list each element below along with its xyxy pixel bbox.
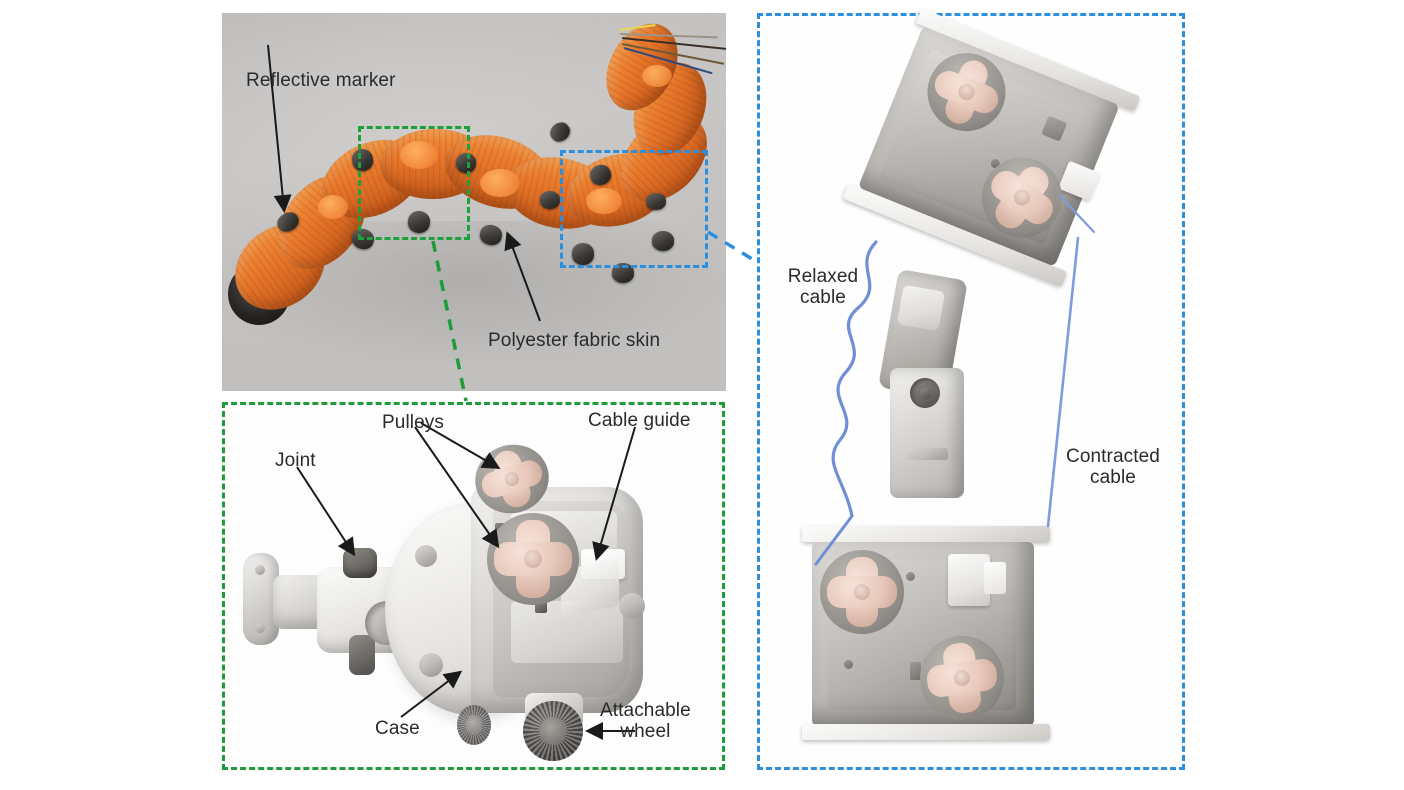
pulley-front [487,513,579,605]
module-hole [906,572,915,581]
joint-module-cad-detail [222,402,725,770]
case-rear-hole [619,593,645,619]
label-relaxed-cable: Relaxed cable [787,266,859,309]
module-bottom-rail [802,724,1050,740]
flange-hole [255,565,265,575]
fabric-highlight [480,169,520,197]
joint-bolt-lower [349,635,375,675]
label-cable-guide: Cable guide [588,410,691,431]
module-top-rail [802,526,1050,542]
arm-slot [906,448,948,460]
flange-hole [255,623,265,633]
joint-arm-face [896,284,946,332]
label-contracted-cable: Contracted cable [1066,446,1160,489]
green-detail-box [358,126,470,240]
case-hole [419,653,443,677]
reflective-marker [572,243,594,265]
pulley-lower-left [820,550,904,634]
label-case: Case [375,718,420,739]
cable-guide-tab [984,562,1006,594]
reflective-marker [456,153,476,173]
module-slot [910,662,921,680]
attachable-wheel-rear [457,705,491,745]
pulley-lower-right [914,630,1010,726]
fabric-highlight [318,195,348,219]
label-joint: Joint [275,450,316,471]
lower-module [802,526,1052,756]
label-polyester-fabric-skin: Polyester fabric skin [488,330,661,351]
reflective-marker [540,191,560,209]
reflective-marker [652,231,674,251]
label-attachable-wheel: Attachable wheel [600,700,691,743]
cable-guide-housing [948,554,990,606]
fabric-highlight [642,65,672,87]
cable-actuation-detail [757,8,1185,770]
reflective-marker [646,193,666,210]
joint-pivot-center [920,388,931,399]
reflective-marker [612,263,634,283]
soft-robot-photograph [222,13,726,391]
case-hole [415,545,437,567]
label-pulleys: Pulleys [382,412,444,433]
fabric-highlight [586,188,622,214]
module-hole [844,660,853,669]
attachable-wheel-graphic [523,701,583,761]
joint-pivot-bolt [343,548,377,578]
fabric-highlight [400,141,438,169]
label-reflective-marker: Reflective marker [246,70,396,91]
upper-module [834,7,1143,310]
blue-detail-box [560,150,708,268]
